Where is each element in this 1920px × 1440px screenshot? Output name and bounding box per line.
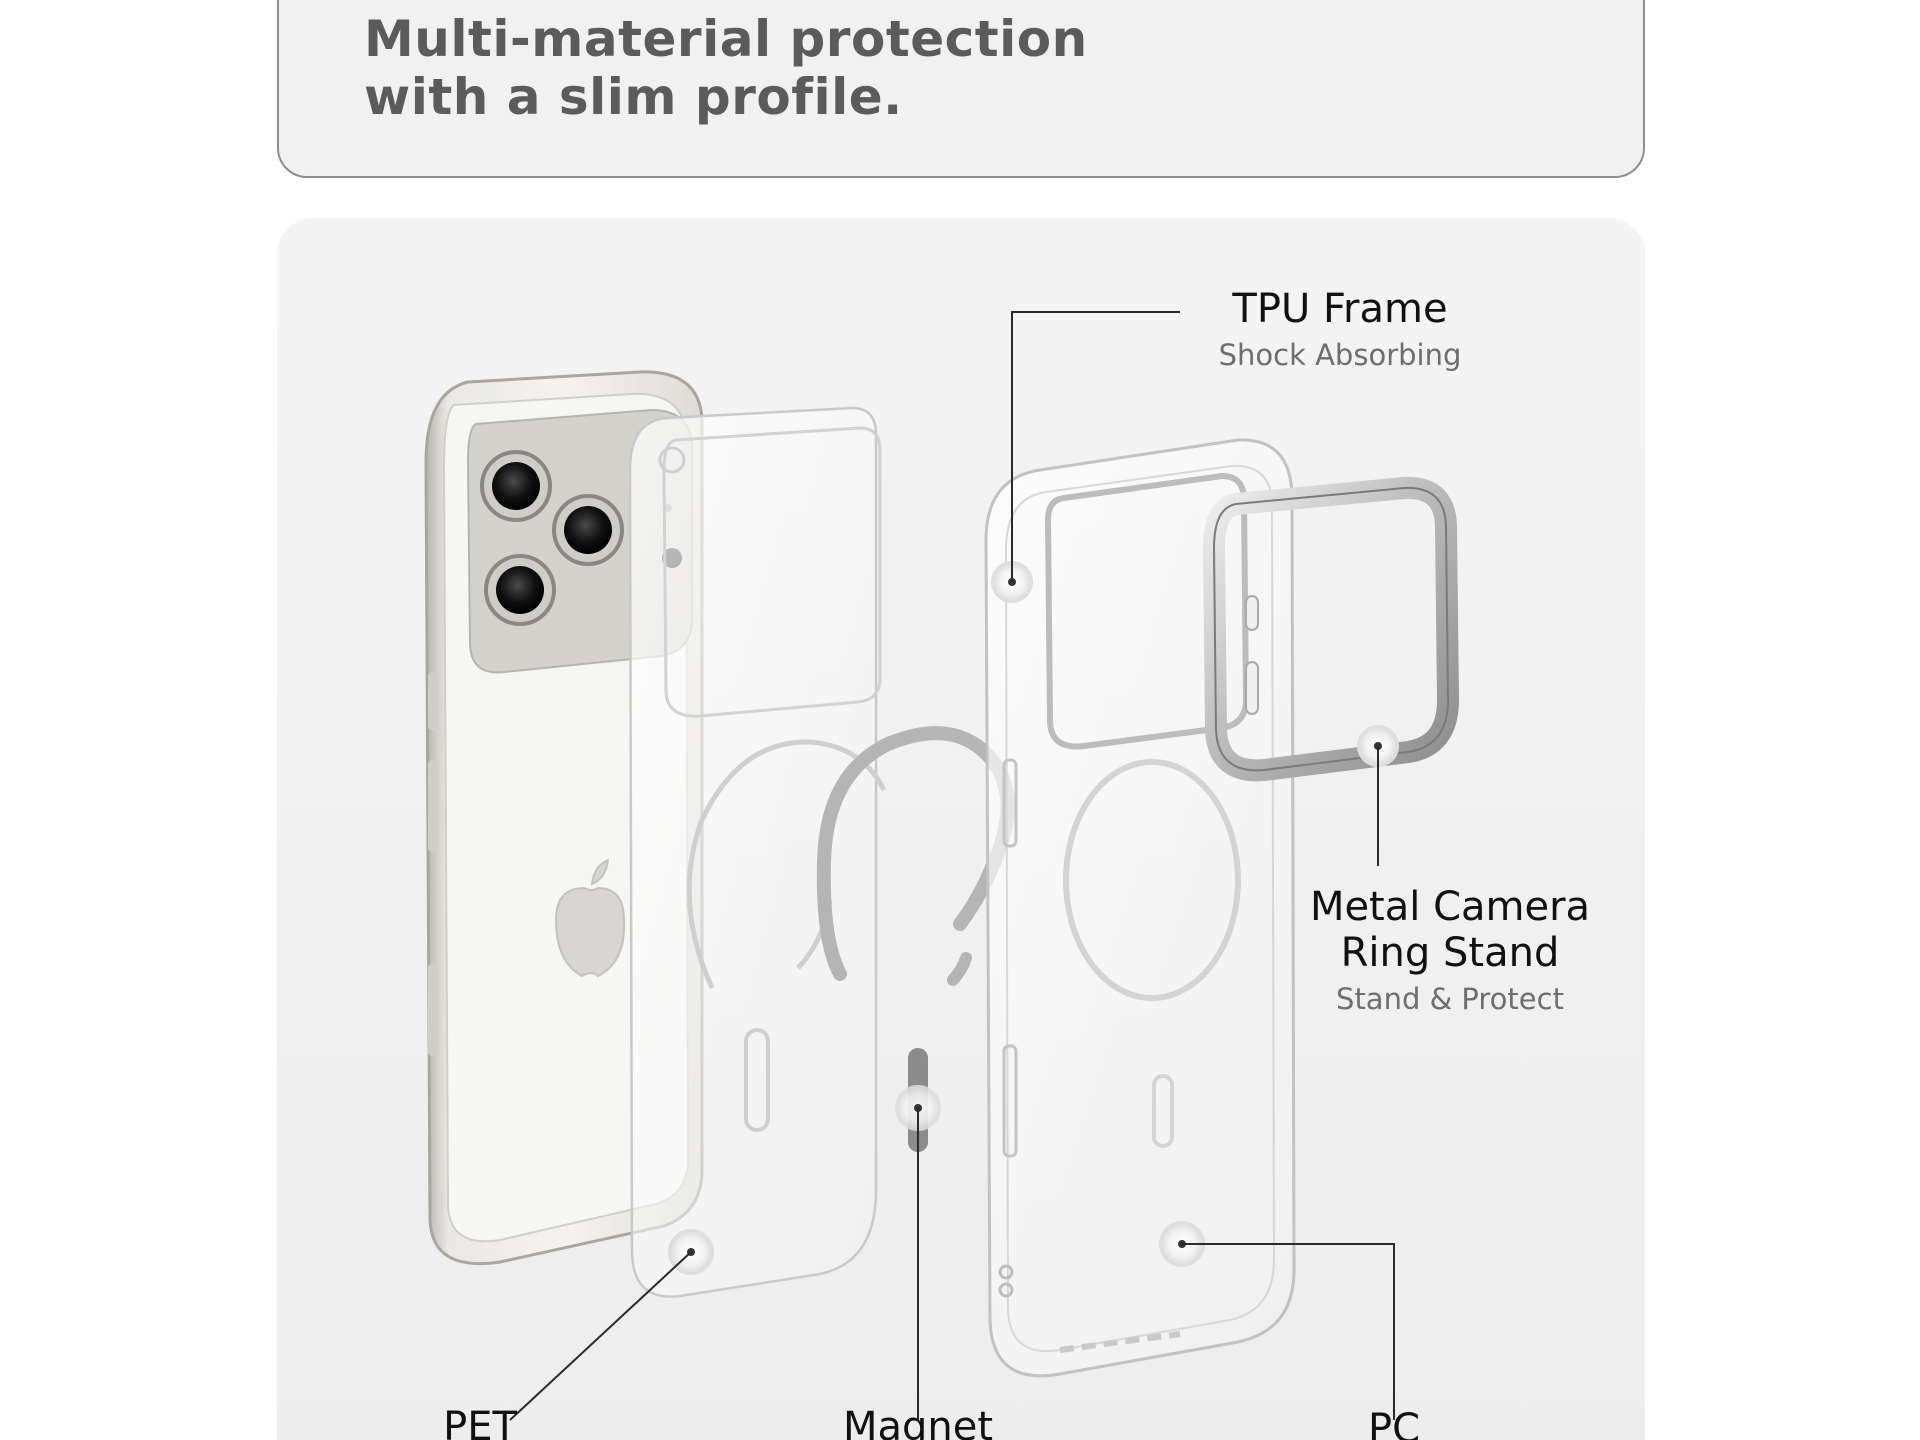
pet-title: PET — [443, 1404, 517, 1440]
label-tpu-frame: TPU Frame Shock Absorbing — [1200, 286, 1480, 374]
headline-line-1: Multi-material protection — [364, 10, 1088, 68]
label-magnet: Magnet — [818, 1404, 1018, 1440]
headline: Multi-material protection with a slim pr… — [364, 10, 1088, 126]
label-pc: PC — [1334, 1406, 1454, 1440]
leader-tpu — [1011, 311, 1180, 582]
tpu-frame-subtitle: Shock Absorbing — [1218, 338, 1462, 372]
tpu-frame-title: TPU Frame — [1232, 286, 1448, 332]
pet-layer-image — [628, 406, 887, 1298]
metal-ring-subtitle: Stand & Protect — [1336, 982, 1564, 1016]
pc-title: PC — [1367, 1406, 1421, 1440]
leader-pc — [1182, 1243, 1395, 1420]
header-card — [277, 0, 1645, 178]
apple-logo-icon — [554, 858, 626, 978]
metal-ring-title-line-2: Ring Stand — [1340, 930, 1560, 976]
metal-ring-title-line-1: Metal Camera — [1309, 884, 1591, 930]
label-pet: PET — [400, 1404, 560, 1440]
headline-line-2: with a slim profile. — [364, 68, 903, 126]
leader-lines — [509, 311, 1395, 1421]
magnet-title: Magnet — [842, 1404, 994, 1440]
leader-pet — [509, 1251, 692, 1421]
pc-case-image — [984, 438, 1296, 1378]
camera-ring-image — [1202, 476, 1460, 782]
label-metal-ring: Metal Camera Ring Stand Stand & Protect — [1290, 884, 1610, 1018]
